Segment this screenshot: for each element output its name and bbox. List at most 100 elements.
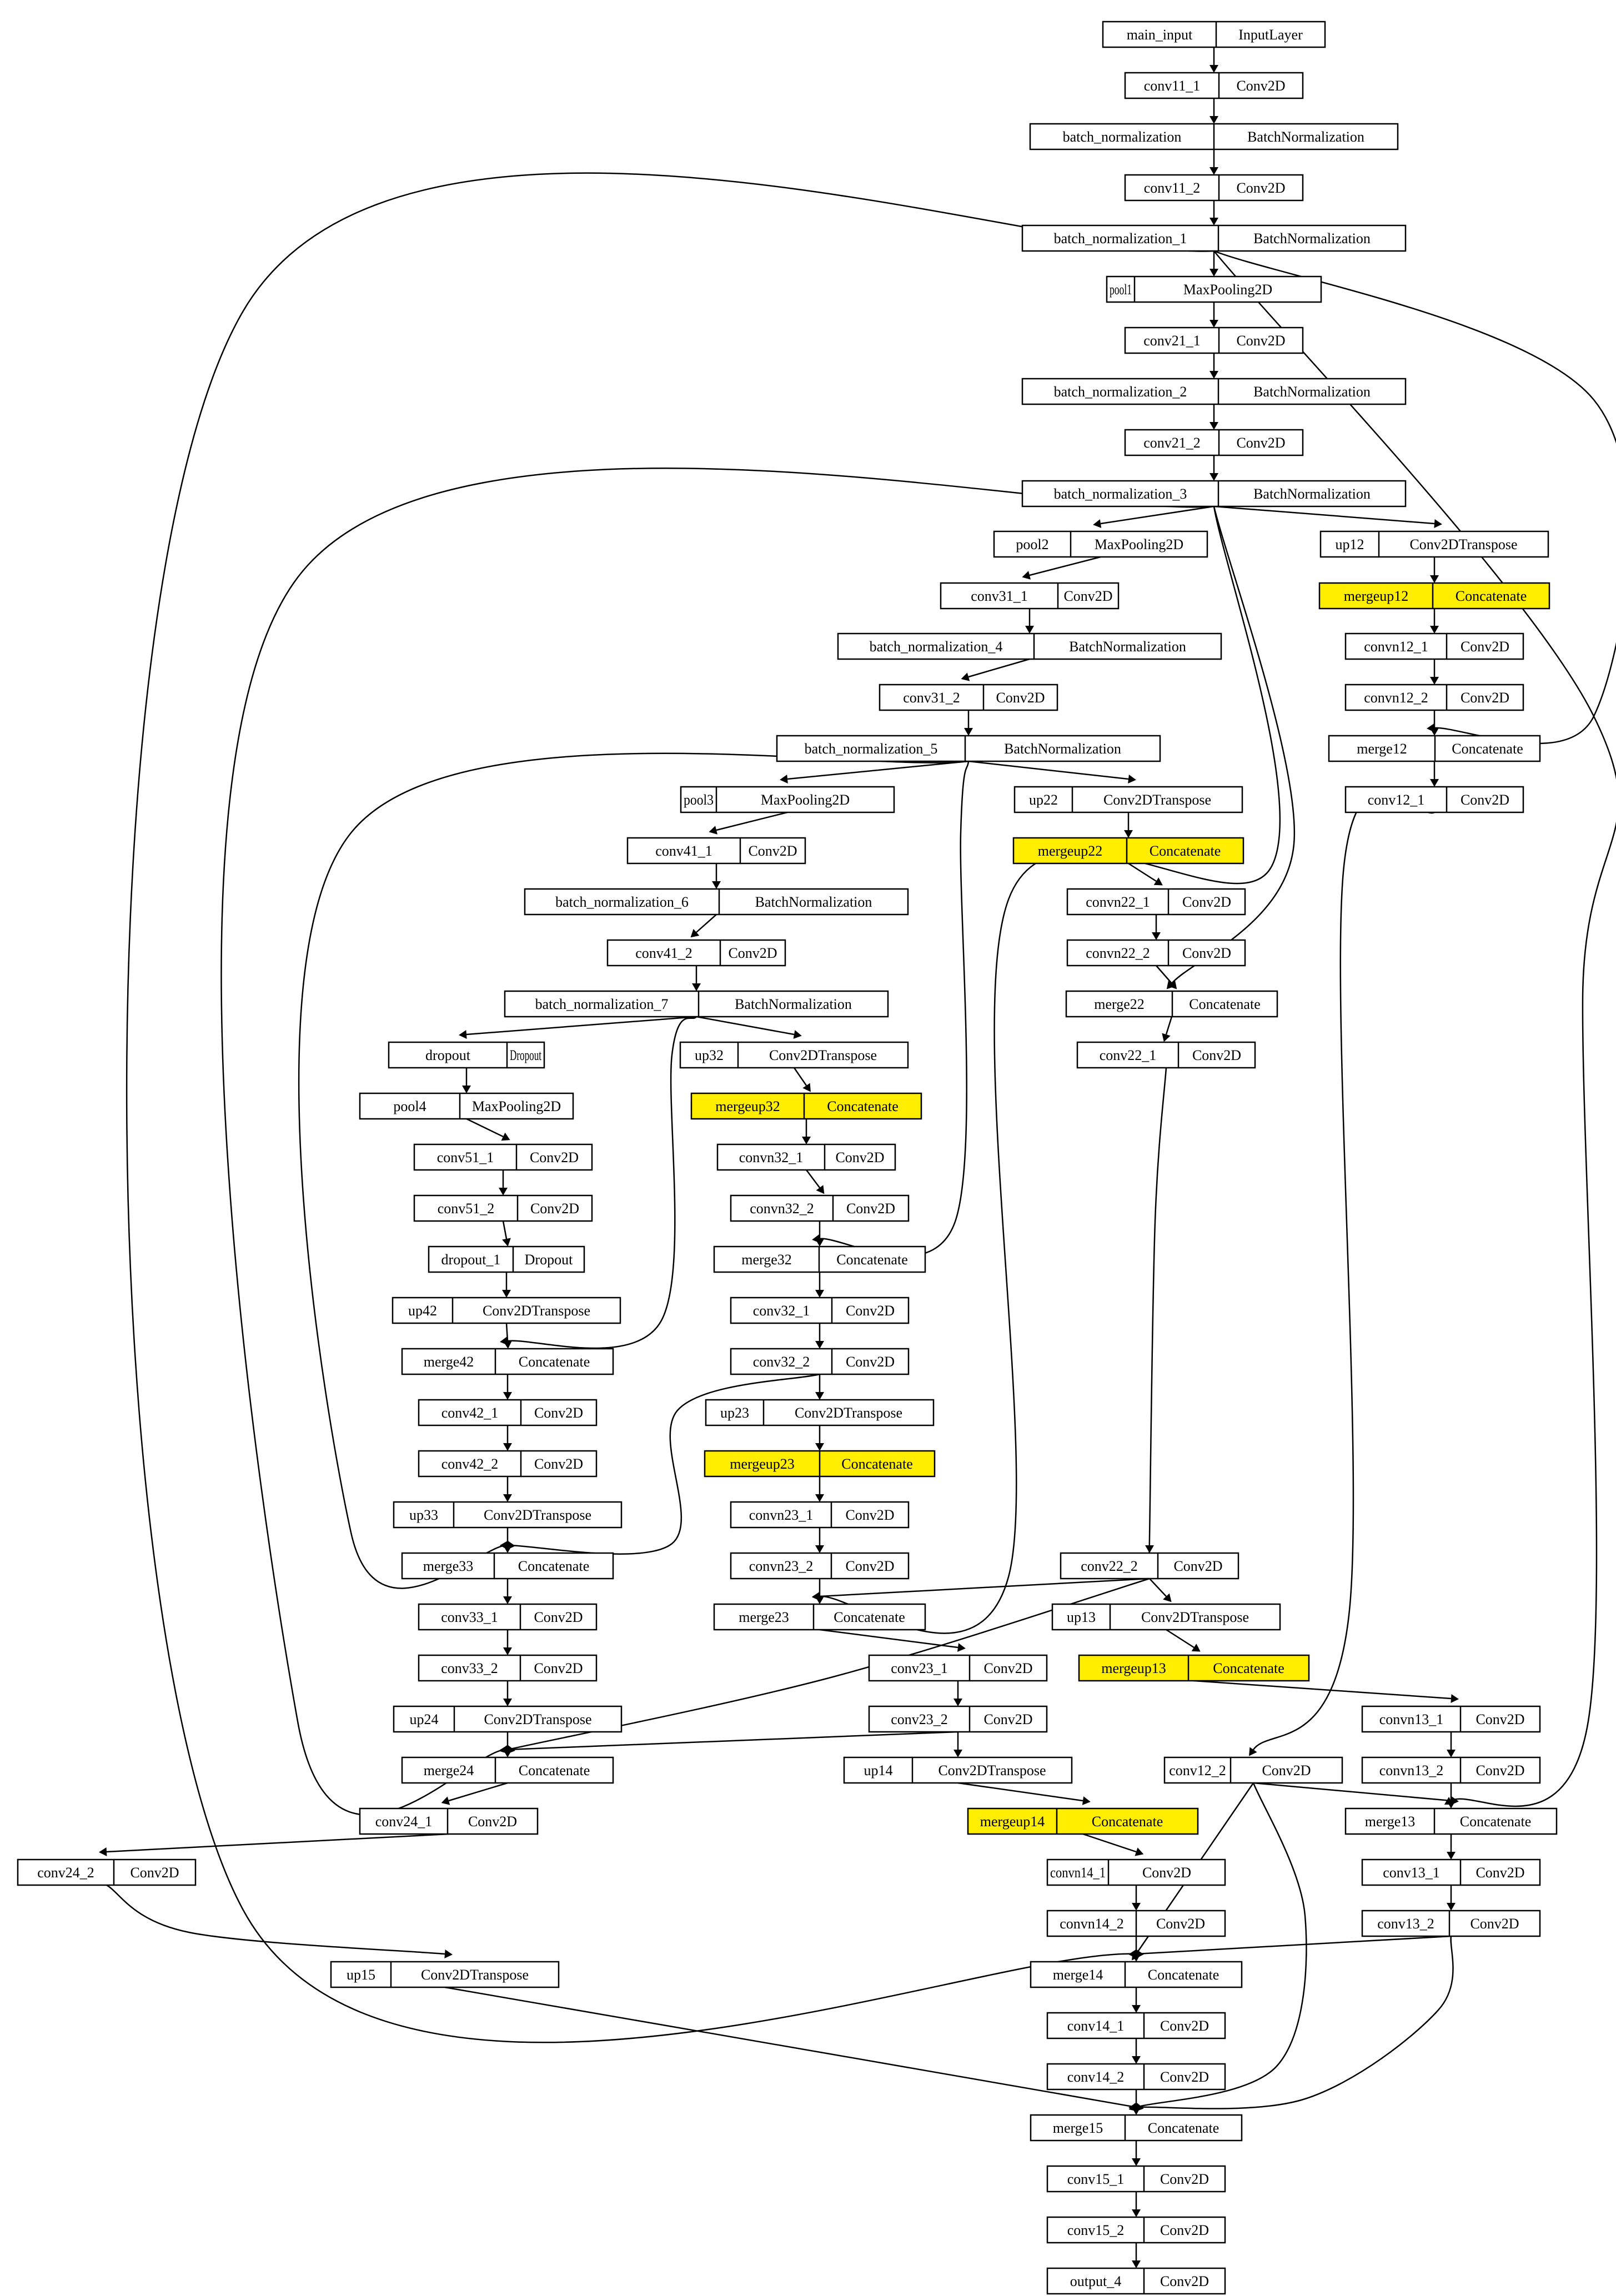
- edge-connector: [819, 506, 1281, 1634]
- layer-name: conv42_2: [441, 1456, 499, 1472]
- layer-type: BatchNormalization: [1004, 741, 1121, 757]
- arrowhead-icon: [1135, 1847, 1144, 1856]
- arrowhead-icon: [1022, 571, 1031, 580]
- layer-name: convn32_1: [739, 1149, 804, 1165]
- layer-type: BatchNormalization: [1253, 230, 1371, 247]
- layer-type: Concatenate: [836, 1252, 908, 1268]
- arrowhead-icon: [1210, 422, 1218, 430]
- layer-type: Concatenate: [1456, 588, 1527, 604]
- arrowhead-icon: [1434, 519, 1442, 528]
- layer-name: up33: [409, 1507, 438, 1523]
- layer-box: [1013, 786, 1243, 813]
- arrowhead-icon: [500, 1745, 508, 1754]
- layer-type: Conv2D: [1236, 78, 1285, 94]
- edge-connector: [448, 1782, 508, 1802]
- arrowhead-icon: [1132, 2209, 1141, 2217]
- layer-name: convn32_2: [750, 1200, 814, 1217]
- layer-type: Conv2DTranspose: [769, 1047, 877, 1063]
- arrowhead-icon: [1132, 2005, 1141, 2013]
- arrowhead-icon: [1447, 1750, 1456, 1757]
- edge-connector: [1136, 1782, 1307, 2108]
- layer-type: Dropout: [525, 1252, 573, 1268]
- layer-type: BatchNormalization: [735, 996, 852, 1012]
- layer-box: [1361, 1756, 1541, 1784]
- arrowhead-icon: [1093, 519, 1102, 528]
- layer-name: conv23_1: [891, 1660, 948, 1676]
- layer-name: up23: [720, 1405, 749, 1421]
- arrowhead-icon: [1162, 1033, 1171, 1042]
- layer-type: BatchNormalization: [755, 894, 872, 910]
- arrowhead-icon: [99, 1847, 107, 1856]
- arrowhead-icon: [1210, 167, 1218, 175]
- arrowhead-icon: [1210, 116, 1218, 124]
- arrowhead-icon: [1210, 269, 1218, 277]
- layer-name: convn13_2: [1379, 1762, 1444, 1778]
- layer-type: Dropout: [510, 1047, 542, 1063]
- edge-connector: [1149, 1578, 1167, 1597]
- layer-name: convn12_2: [1364, 690, 1428, 706]
- layer-name: up24: [410, 1711, 439, 1727]
- layer-name: conv31_1: [971, 588, 1028, 604]
- arrowhead-icon: [1210, 320, 1218, 328]
- layer-name: dropout: [425, 1047, 471, 1063]
- arrowhead-icon: [1132, 2158, 1141, 2166]
- layer-box: [330, 1961, 560, 1988]
- layer-name: batch_normalization_3: [1054, 486, 1187, 502]
- layer-box: [359, 1092, 574, 1120]
- layer-type: Conv2DTranspose: [1103, 792, 1211, 808]
- layer-box: [1066, 888, 1246, 916]
- layer-box: [1318, 582, 1550, 610]
- arrowhead-icon: [815, 1290, 824, 1298]
- arrowhead-icon: [961, 672, 970, 681]
- layer-box: [967, 1807, 1199, 1835]
- layer-name: conv31_2: [903, 690, 960, 706]
- layer-type: Conv2D: [1160, 2069, 1209, 2085]
- layer-name: batch_normalization_2: [1054, 384, 1187, 400]
- layer-box: [17, 1858, 197, 1886]
- layer-type: Concatenate: [518, 1558, 590, 1574]
- arrowhead-icon: [1427, 724, 1435, 732]
- layer-type: BatchNormalization: [1069, 639, 1186, 655]
- layer-name: merge14: [1053, 1967, 1103, 1983]
- arrowhead-icon: [815, 1443, 824, 1451]
- edge-connector: [106, 1833, 449, 1853]
- edge-connector: [106, 1884, 445, 1955]
- layer-name: convn12_1: [1364, 639, 1428, 655]
- layer-name: merge22: [1094, 996, 1145, 1012]
- layer-name: convn14_1: [1050, 1865, 1106, 1881]
- arrowhead-icon: [692, 983, 701, 991]
- layer-box: [1163, 1756, 1343, 1784]
- arrowhead-icon: [1124, 830, 1133, 838]
- layer-box: [1344, 632, 1524, 660]
- layer-box: [1046, 2267, 1226, 2295]
- layer-type: Conv2D: [996, 690, 1045, 706]
- layer-name: batch_normalization: [1063, 129, 1182, 145]
- arrowhead-icon: [1191, 1644, 1201, 1652]
- layer-type: Concatenate: [1148, 2120, 1219, 2136]
- layer-name: conv23_2: [891, 1711, 948, 1727]
- layer-name: pool3: [684, 792, 714, 808]
